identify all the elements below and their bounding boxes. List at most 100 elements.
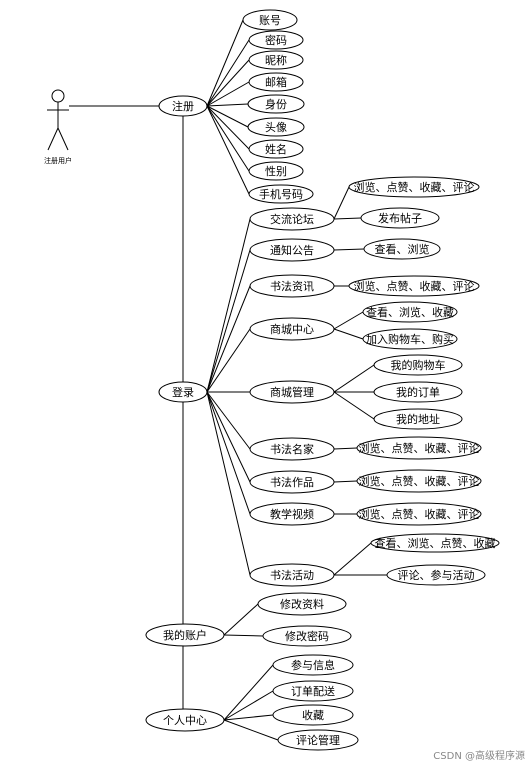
use-case-forum-browse: 浏览、点赞、收藏、评论 <box>348 176 480 198</box>
use-case-register: 注册 <box>158 95 208 117</box>
use-case-ellipse <box>362 301 458 323</box>
use-case-ellipse <box>249 238 335 262</box>
connector-line <box>206 249 251 393</box>
use-case-ellipse <box>242 9 298 31</box>
connector-line <box>333 248 365 251</box>
use-case-activity-join: 评论、参与活动 <box>386 564 486 586</box>
use-case-label: 书法名家 <box>270 442 314 456</box>
use-case-label: 我的购物车 <box>391 358 446 372</box>
connector-line <box>206 81 250 107</box>
use-case-ellipse <box>248 184 314 204</box>
use-case-video: 教学视频 <box>249 502 335 526</box>
use-case-mall-view: 查看、浏览、收藏 <box>362 301 458 323</box>
connector-line <box>206 328 251 393</box>
use-case-video-browse: 浏览、点赞、收藏、评论 <box>356 502 482 526</box>
use-case-ellipse <box>248 139 304 159</box>
use-case-label: 交流论坛 <box>270 212 314 226</box>
use-case-ellipse <box>348 275 480 297</box>
use-case-reg-phone: 手机号码 <box>248 184 314 204</box>
use-case-edit-profile: 修改资料 <box>257 592 347 616</box>
use-case-label: 身份 <box>265 97 287 111</box>
use-case-label: 商城中心 <box>270 322 314 336</box>
use-case-ellipse <box>248 50 304 70</box>
use-case-ellipse <box>249 274 335 298</box>
use-case-label: 加入购物车、购买 <box>366 332 454 346</box>
connector-line <box>223 664 274 721</box>
use-case-ellipse <box>272 680 354 702</box>
use-case-works-browse: 浏览、点赞、收藏、评论 <box>356 469 482 493</box>
use-case-label: 教学视频 <box>270 507 314 521</box>
use-case-label: 参与信息 <box>291 658 335 672</box>
use-case-reg-avatar: 头像 <box>247 117 305 137</box>
use-case-masters-browse: 浏览、点赞、收藏、评论 <box>356 436 482 460</box>
use-case-label: 修改资料 <box>280 597 324 611</box>
use-case-masters: 书法名家 <box>249 437 335 461</box>
use-case-ellipse <box>362 328 458 350</box>
use-case-works: 书法作品 <box>249 470 335 494</box>
use-case-label: 书法作品 <box>270 475 314 489</box>
use-case-label: 账号 <box>259 14 281 27</box>
connector-line <box>333 328 364 340</box>
connector-line <box>333 186 350 220</box>
connectors <box>69 19 387 741</box>
use-case-label: 书法资讯 <box>270 279 314 293</box>
connector-line <box>206 218 251 393</box>
use-case-edit-password: 修改密码 <box>262 625 352 647</box>
connector-line <box>333 364 375 393</box>
use-case-mall-cart: 加入购物车、购买 <box>362 328 458 350</box>
use-case-news-browse: 浏览、点赞、收藏、评论 <box>348 275 480 297</box>
use-case-ellipse <box>145 708 225 732</box>
use-case-ellipse <box>348 176 480 198</box>
use-case-forum: 交流论坛 <box>249 207 335 231</box>
use-case-reg-identity: 身份 <box>247 94 305 114</box>
connector-line <box>206 105 250 195</box>
use-case-label: 我的地址 <box>396 412 440 426</box>
use-case-participation: 参与信息 <box>272 654 354 676</box>
use-case-mall-manage: 商城管理 <box>249 380 335 404</box>
use-case-ellipse <box>248 30 304 50</box>
use-case-ellipse <box>386 564 486 586</box>
connector-line <box>206 59 250 107</box>
use-case-label: 邮箱 <box>265 75 287 89</box>
use-case-ellipse <box>248 161 304 181</box>
actor-left-leg <box>47 127 59 151</box>
use-case-mall: 商城中心 <box>249 317 335 341</box>
actor <box>47 89 69 151</box>
use-case-notice-view: 查看、浏览 <box>363 238 441 260</box>
use-case-label: 头像 <box>265 121 287 134</box>
use-case-ellipse <box>356 502 482 526</box>
use-case-label: 我的账户 <box>163 628 207 642</box>
use-case-label: 性别 <box>265 164 287 178</box>
connector-line <box>206 105 250 150</box>
connector-line <box>333 391 375 420</box>
actor-right-leg <box>57 127 69 151</box>
use-case-label: 浏览、点赞、收藏、评论 <box>359 474 480 488</box>
use-case-forum-post: 发布帖子 <box>360 207 440 229</box>
use-case-notice: 通知公告 <box>249 238 335 262</box>
watermark: CSDN @高级程序源 <box>433 751 525 762</box>
use-case-ellipse <box>158 95 208 117</box>
use-case-ellipse <box>356 436 482 460</box>
use-case-ellipse <box>373 381 463 403</box>
use-case-reg-nickname: 昵称 <box>248 50 304 70</box>
connector-line <box>206 391 251 576</box>
use-case-ellipse <box>277 729 359 751</box>
use-case-ellipse <box>249 437 335 461</box>
use-case-label: 评论管理 <box>296 733 340 747</box>
use-case-ellipse <box>249 563 335 587</box>
use-case-ellipse <box>262 625 352 647</box>
use-case-ellipse <box>272 654 354 676</box>
use-case-ellipse <box>249 207 335 231</box>
use-case-label: 收藏 <box>302 708 324 722</box>
use-case-label: 查看、浏览、点赞、收藏 <box>375 536 496 550</box>
use-case-reg-gender: 性别 <box>248 161 304 181</box>
connector-line <box>223 634 264 637</box>
use-case-ellipse <box>158 381 208 403</box>
use-case-my-orders: 我的订单 <box>373 381 463 403</box>
use-case-label: 登录 <box>172 385 194 399</box>
use-case-delivery: 订单配送 <box>272 680 354 702</box>
connector-line <box>333 217 362 220</box>
use-case-reg-password: 密码 <box>248 30 304 50</box>
use-case-label: 注册 <box>172 99 194 113</box>
connector-line <box>206 39 250 107</box>
